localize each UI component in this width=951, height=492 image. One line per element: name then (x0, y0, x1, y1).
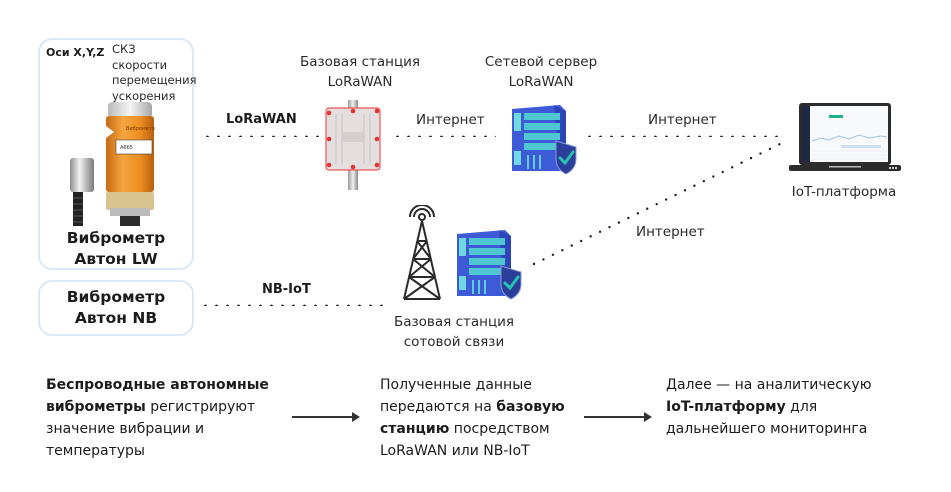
node-label-lorawan-base: Базовая станция LoRaWAN (290, 52, 430, 92)
step-text: дальнейшего мониторинга (666, 421, 868, 437)
network-server-icon (512, 105, 577, 175)
step-text-bold: Беспроводные автономные (46, 377, 269, 393)
step-text: передаются на (380, 399, 497, 415)
step-text-bold: базовую (496, 399, 565, 415)
step-description-1: Беспроводные автономные виброметры регист… (46, 374, 286, 462)
device-card-nb (38, 280, 194, 336)
link-label-internet-1: Интернет (416, 112, 485, 128)
step-line: значение вибрации и (46, 418, 286, 440)
step-text: температуры (46, 443, 145, 459)
step-line: станцию посредством (380, 418, 580, 440)
param-line: скорости (112, 57, 168, 72)
node-label-line: Базовая станция (299, 54, 421, 70)
svg-text:A665: A665 (120, 145, 133, 151)
step-line: LoRaWAN или NB-IoT (380, 440, 580, 462)
param-line: ускорения (112, 88, 176, 103)
device-title-nb: Виброметр Автон NB (38, 287, 194, 329)
node-label-line: Базовая станция (393, 314, 515, 330)
step-line: Далее — на аналитическую (666, 374, 926, 396)
arrow-right-icon (292, 412, 360, 422)
step-line: виброметры регистрируют (46, 396, 286, 418)
link-label-internet-3: Интернет (636, 224, 705, 240)
iot-platform-laptop-icon (789, 103, 901, 171)
step-text: LoRaWAN или NB-IoT (380, 443, 530, 459)
dotted-link-lorawan (202, 135, 320, 137)
step-line: Беспроводные автономные (46, 374, 286, 396)
dotted-link-internet-3 (532, 142, 782, 266)
cell-tower-icon (403, 205, 441, 300)
node-label-line: LoRaWAN (508, 74, 574, 90)
svg-text:Виброметр: Виброметр (126, 126, 155, 132)
dotted-link-nbiot (200, 304, 390, 306)
dotted-link-internet-1 (392, 135, 496, 137)
param-line: перемещения (112, 73, 197, 87)
step-text-bold: станцию (380, 421, 450, 437)
dotted-link-internet-2 (584, 135, 780, 137)
step-text-bold: IoT-платформу (666, 399, 786, 415)
vibrometer-sensor-icon: A665 Виброметр (70, 102, 155, 226)
step-text: Полученные данные (380, 377, 532, 393)
device-title-line: Автон NB (74, 309, 158, 327)
link-label-lorawan: LoRaWAN (226, 112, 297, 127)
lorawan-gateway-icon (325, 100, 381, 190)
node-label-network-server: Сетевой сервер LoRaWAN (476, 52, 606, 92)
cell-server-icon (457, 230, 522, 300)
step-text: значение вибрации и (46, 421, 205, 437)
step-line: IoT-платформу для (666, 396, 926, 418)
node-label-iot-platform: IoT-платформа (791, 184, 897, 200)
link-label-internet-2: Интернет (648, 112, 717, 128)
step-text: Далее — на аналитическую (666, 377, 872, 393)
node-label-line: сотовой связи (403, 334, 505, 350)
node-label-line: LoRaWAN (327, 74, 393, 90)
device-title-line: Автон LW (74, 250, 158, 268)
node-label-line: Сетевой сервер (484, 54, 598, 70)
param-line: СКЗ (112, 42, 136, 56)
device-title-lw: Виброметр Автон LW (38, 228, 194, 270)
link-label-nbiot: NB-IoT (262, 282, 311, 297)
step-text-bold: виброметры (46, 399, 146, 415)
step-text: регистрируют (145, 399, 256, 415)
device-title-line: Виброметр (66, 288, 166, 306)
step-line: температуры (46, 440, 286, 462)
step-line: передаются на базовую (380, 396, 580, 418)
axes-label: Оси X,Y,Z (46, 46, 105, 59)
step-text: посредством (449, 421, 550, 437)
params-list: СКЗ скорости перемещения ускорения (112, 42, 197, 104)
step-line: Полученные данные (380, 374, 580, 396)
step-text: для (785, 399, 818, 415)
node-label-cell-base: Базовая станция сотовой связи (384, 312, 524, 352)
device-title-line: Виброметр (66, 229, 166, 247)
step-line: дальнейшего мониторинга (666, 418, 926, 440)
arrow-right-icon (584, 412, 652, 422)
